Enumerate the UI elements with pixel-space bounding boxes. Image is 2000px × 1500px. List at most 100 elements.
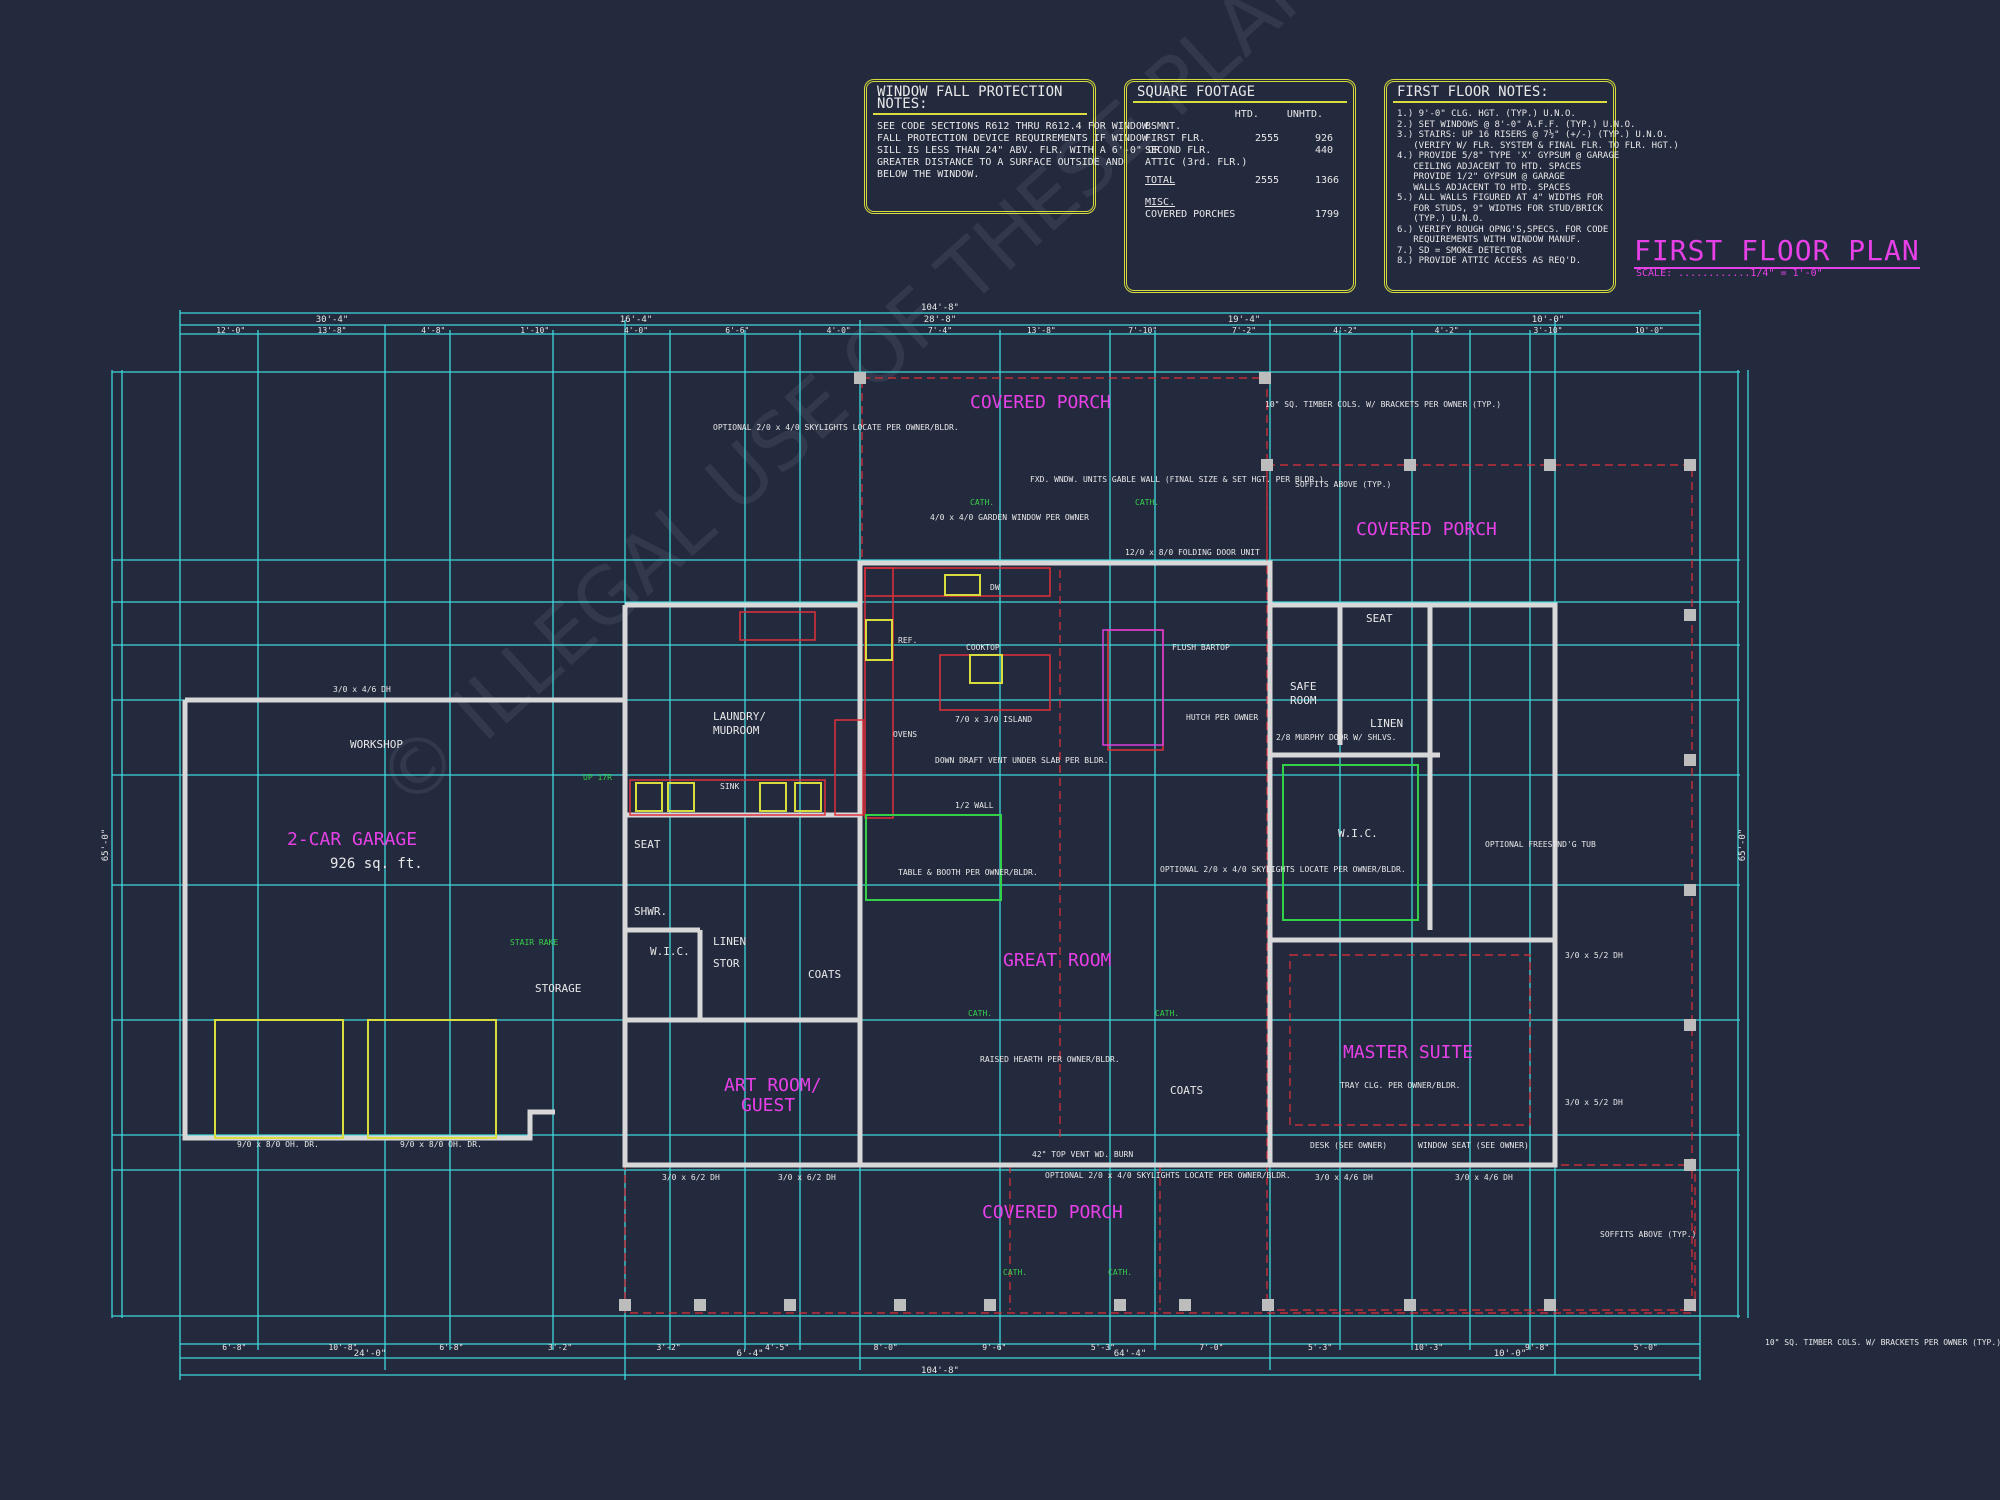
label-dh-bottom1: 3/0 x 4/6 DH [1315, 1173, 1373, 1182]
room-laundry: LAUNDRY/ [713, 710, 766, 723]
first-floor-note-line: FOR STUDS, 9" WIDTHS FOR STUD/BRICK [1397, 203, 1603, 214]
room-seat: SEAT [634, 838, 661, 851]
room-safe2: ROOM [1290, 694, 1317, 707]
sqft-misc-rows: COVERED PORCHES 1799 [1137, 209, 1343, 221]
label-flush-bartop: FLUSH BARTOP [1172, 643, 1230, 652]
sqft-title: SQUARE FOOTAGE [1133, 85, 1347, 103]
porch-column [1684, 609, 1696, 621]
label-cath-2: CATH. [1135, 498, 1159, 507]
first-floor-note-line: 7.) SD = SMOKE DETECTOR [1397, 245, 1522, 256]
first-floor-note-line: (VERIFY W/ FLR. SYSTEM & FINAL FLR. TO F… [1397, 140, 1679, 151]
room-master-suite: MASTER SUITE [1343, 1042, 1473, 1063]
first-floor-note-line: 4.) PROVIDE 5/8" TYPE 'X' GYPSUM @ GARAG… [1397, 151, 1620, 161]
porch-column [1179, 1299, 1191, 1311]
label-soffits: SOFFITS ABOVE (TYP.) [1295, 480, 1391, 489]
label-cooktop: COOKTOP [966, 643, 1000, 652]
sqft-total-label: TOTAL [1145, 175, 1176, 186]
annotations: 3/0 x 4/6 DH 9/0 x 8/0 OH. DR. 9/0 x 8/0… [237, 400, 2000, 1347]
porch-column [1684, 754, 1696, 766]
porch-column [1684, 884, 1696, 896]
label-dh-guest1: 3/0 x 6/2 DH [662, 1173, 720, 1182]
first-floor-note-line: CEILING ADJACENT TO HTD. SPACES [1397, 161, 1582, 172]
dim-top-sub: 3'-10" [1534, 326, 1563, 335]
dim-bottom-sub: 5'-3" [1308, 1343, 1332, 1352]
porch-column [1261, 459, 1273, 471]
room-coats-entry: COATS [1170, 1084, 1203, 1097]
label-stair-rake: STAIR RAKE [510, 938, 558, 947]
porch-column [1684, 1299, 1696, 1311]
appliances [214, 574, 1003, 1139]
sqft-row-htd [1255, 145, 1315, 157]
window-fall-note-line: GREATER DISTANCE TO A SURFACE OUTSIDE AN… [877, 157, 1124, 168]
dimension-top-segments: 30'-4"16'-4"28'-8"19'-4"10'-0" [316, 315, 1565, 325]
walls [182, 560, 1558, 1168]
label-raised-hearth: RAISED HEARTH PER OWNER/BLDR. [980, 1055, 1120, 1064]
booth [865, 764, 1419, 921]
label-dh-guest2: 3/0 x 6/2 DH [778, 1173, 836, 1182]
window-fall-note-line: FALL PROTECTION DEVICE REQUIREMENTS IF W… [877, 133, 1148, 144]
porch-column [1544, 459, 1556, 471]
label-murphy: 2/8 MURPHY DOOR W/ SHLVS. [1276, 733, 1396, 742]
porch-column [1684, 1019, 1696, 1031]
label-ref: REF. [898, 636, 917, 645]
label-skylights: OPTIONAL 2/0 x 4/0 SKYLIGHTS LOCATE PER … [1160, 865, 1406, 874]
porch-column [1544, 1299, 1556, 1311]
dim-top-sub: 6'-6" [725, 326, 749, 335]
label-timber-cols: 10" SQ. TIMBER COLS. W/ BRACKETS PER OWN… [1265, 400, 1501, 409]
label-cath-3: CATH. [968, 1009, 992, 1018]
label-dw: DW [990, 583, 1000, 592]
first-floor-note-line: WALLS ADJACENT TO HTD. SPACES [1397, 182, 1571, 193]
sqft-misc-value: 1799 [1315, 209, 1340, 220]
first-floor-note-line: (TYP.) U.N.O. [1397, 214, 1484, 224]
dim-top-segment: 28'-8" [924, 315, 957, 325]
sqft-row-label: BSMNT. [1145, 121, 1182, 132]
sqft-misc-label: MISC. [1145, 197, 1176, 208]
label-cath-5: CATH. [1003, 1268, 1027, 1277]
window-fall-note-line: SILL IS LESS THAN 24" ABV. FLR. WITH A 6… [877, 145, 1160, 156]
room-art-room: ART ROOM/ [724, 1075, 822, 1096]
label-sink: SINK [720, 782, 739, 791]
porch-column [784, 1299, 796, 1311]
label-garage-door-left: 9/0 x 8/0 OH. DR. [237, 1140, 319, 1149]
dim-bottom-sub: 5'-0" [1634, 1343, 1658, 1352]
label-window-seat: WINDOW SEAT (SEE OWNER) [1418, 1141, 1529, 1150]
sqft-row-unhtd: 440 [1315, 145, 1334, 156]
first-floor-notes-lines: 1.) 9'-0" CLG. HGT. (TYP.) U.N.O.2.) SET… [1397, 109, 1679, 267]
room-wic-guest: W.I.C. [650, 945, 690, 958]
porch-column [1114, 1299, 1126, 1311]
sqft-misc-label: COVERED PORCHES [1145, 209, 1236, 220]
porch-column [894, 1299, 906, 1311]
room-safe: SAFE [1290, 680, 1317, 693]
green-labels: CATH. CATH. CATH. CATH. CATH. CATH. STAI… [510, 498, 1179, 1277]
label-timber-cols-bottom: 10" SQ. TIMBER COLS. W/ BRACKETS PER OWN… [1765, 1338, 2000, 1347]
label-cath-6: CATH. [1108, 1268, 1132, 1277]
label-dh-master2: 3/0 x 5/2 DH [1565, 1098, 1623, 1107]
dim-overall-top: 104'-8" [921, 303, 959, 313]
label-island: 7/0 x 3/0 ISLAND [955, 715, 1032, 724]
square-footage-table: SQUARE FOOTAGE HTD. UNHTD. BSMNT.FIRST F… [1124, 79, 1356, 293]
room-guest: GUEST [741, 1095, 795, 1116]
label-garage-window: 3/0 x 4/6 DH [333, 685, 391, 694]
window-fall-notes: WINDOW FALL PROTECTION NOTES: SEE CODE S… [864, 79, 1160, 214]
dim-top-sub: 4'-2" [1435, 326, 1459, 335]
label-garden-window: 4/0 x 4/0 GARDEN WINDOW PER OWNER [930, 513, 1089, 522]
sqft-row-unhtd: 926 [1315, 133, 1334, 144]
sqft-row-htd: 2555 [1255, 133, 1280, 144]
dim-bottom-sub: 3'-2" [548, 1343, 572, 1352]
room-stor: STOR [713, 957, 740, 970]
dim-top-sub: 4'-2" [1333, 326, 1357, 335]
window-fall-note-line: SEE CODE SECTIONS R612 THRU R612.4 FOR W… [877, 121, 1148, 132]
first-floor-note-line: 5.) ALL WALLS FIGURED AT 4" WIDTHS FOR [1397, 193, 1603, 203]
room-labels: 2-CAR GARAGE COVERED PORCH COVERED PORCH… [287, 392, 1497, 1223]
dim-bottom-sub: 10'-8" [328, 1343, 357, 1352]
label-soffits-bottom: SOFFITS ABOVE (TYP.) [1600, 1230, 1696, 1239]
room-seat-master: SEAT [1366, 612, 1393, 625]
porch-column [619, 1299, 631, 1311]
room-garage: 2-CAR GARAGE [287, 829, 417, 850]
closets-magenta [1102, 629, 1164, 746]
window-fall-note-line: BELOW THE WINDOW. [877, 169, 980, 180]
porch-column [1262, 1299, 1274, 1311]
sqft-row-htd [1255, 157, 1315, 169]
